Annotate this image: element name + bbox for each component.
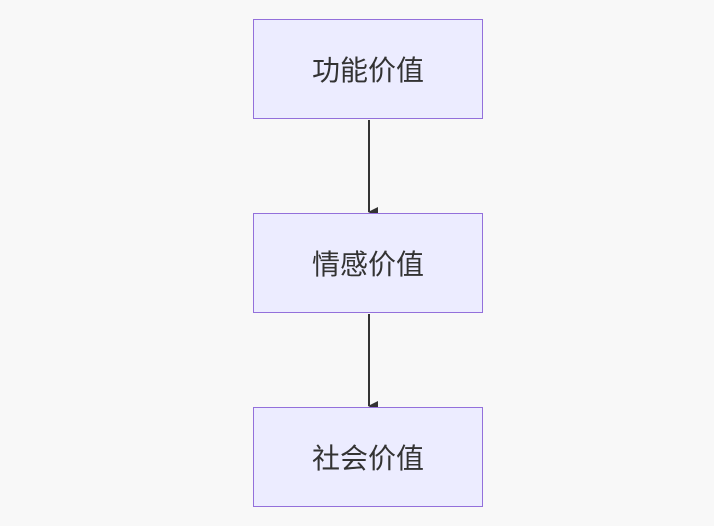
node-social-value: 社会价值 bbox=[253, 407, 483, 507]
node-label: 社会价值 bbox=[311, 442, 424, 475]
node-emotional-value: 情感价值 bbox=[253, 213, 483, 313]
node-label: 情感价值 bbox=[311, 248, 424, 281]
node-label: 功能价值 bbox=[311, 54, 424, 87]
node-functional-value: 功能价值 bbox=[253, 19, 483, 119]
